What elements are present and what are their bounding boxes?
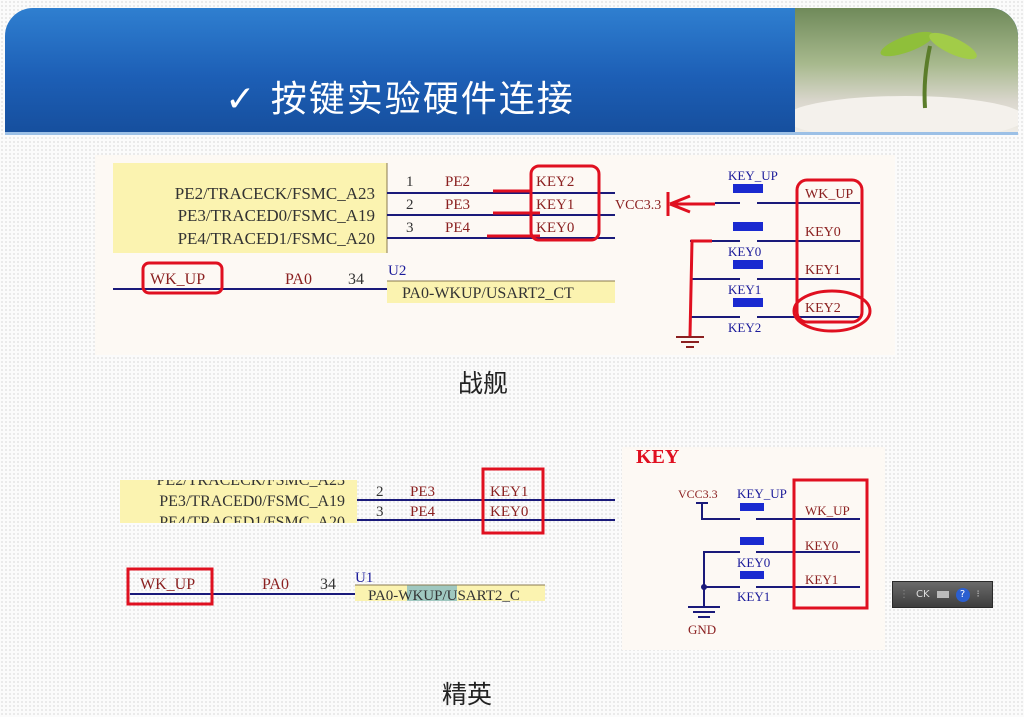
highlight-box [795,178,864,324]
sprout-icon [785,31,1018,132]
zhanjian-caption: 战舰 [458,369,509,398]
net-label: KEY2 [536,174,574,190]
schematic-label: KEY1 [490,484,528,500]
highlight-box [141,261,224,295]
ime-toolbar[interactable]: ⋮ CK ? ⁝ [892,581,993,608]
schematic-label: WK_UP [140,576,195,593]
schematic-label: PE3/TRACED0/FSMC_A19 [159,493,345,510]
key-circuit-drawing: KEY VCC3.3 KEY_UP KEY0 KEY1 GND WK_UP KE… [636,446,869,637]
schematic-label: PE2 [445,174,470,190]
ime-mode-label[interactable]: CK [916,589,930,600]
slide-header: ✓ 按键实验硬件连接 [5,8,1018,135]
mcu-symbol [113,163,387,253]
jingying-key-schematic: KEY VCC3.3 KEY_UP KEY0 KEY1 GND WK_UP KE… [622,446,885,650]
zhanjian-schematic-drawing: PE2/TRACECK/FSMC_A23 PE3/TRACED0/FSMC_A1… [113,163,872,348]
schematic-label: 2 [376,484,384,500]
schematic-label: KEY1 [805,572,838,587]
mcu-pin-label: PE3/TRACED0/FSMC_A19 [178,206,375,225]
schematic-label: PE3 [410,484,435,500]
jingying-schematic-drawing: PE2/TRACECK/FSMC_A23 PE3/TRACED0/FSMC_A1… [120,467,615,606]
schematic-label: PE2/TRACECK/FSMC_A23 [157,472,345,489]
schematic-label: PE4/TRACED1/FSMC_A20 [159,514,345,531]
highlight-box [792,478,869,610]
schematic-label: PE4 [445,220,471,236]
schematic-label: KEY2 [728,320,761,335]
schematic-label: PA0 [262,576,289,593]
sprout-photo [785,8,1018,132]
schematic-label: WK_UP [805,503,850,518]
schematic-label: 1 [406,174,414,190]
schematic-label: KEY0 [490,504,528,520]
schematic-label: PA0-WKUP/USART2_CT [402,285,574,302]
schematic-label: 34 [320,576,336,593]
schematic-label: KEY2 [805,301,841,316]
slide-title: ✓ 按键实验硬件连接 [225,79,575,120]
schematic-label: U1 [355,570,373,586]
schematic-label: KEY [636,447,680,468]
schematic-label: 3 [376,504,384,520]
keyboard-icon[interactable] [936,591,949,598]
schematic-label: KEY_UP [737,486,787,501]
schematic-label: KEY1 [737,589,770,604]
jingying-schematic: PE2/TRACECK/FSMC_A23 PE3/TRACED0/FSMC_A1… [110,460,630,620]
options-icon[interactable]: ⁝ [976,589,980,600]
net-label: KEY1 [536,197,574,213]
schematic-label: PE4 [410,504,436,520]
schematic-label: 34 [348,271,364,288]
highlight-box [529,164,601,242]
schematic-label: WK_UP [150,271,205,288]
net-label: KEY0 [536,220,574,236]
schematic-label: U2 [388,263,406,279]
highlight-box [481,467,545,535]
schematic-label: KEY0 [737,555,770,570]
highlight-box [126,567,214,606]
schematic-label: KEY1 [805,263,841,278]
schematic-label: KEY0 [805,538,838,553]
schematic-label: 3 [406,220,414,236]
help-icon[interactable]: ? [955,587,970,602]
schematic-label: KEY1 [728,282,761,297]
jingying-caption: 精英 [442,680,493,709]
mcu-pin-label: PE2/TRACECK/FSMC_A23 [175,184,375,203]
schematic-label: 2 [406,197,414,213]
schematic-label: KEY0 [805,225,841,240]
schematic-label: GND [688,622,716,637]
schematic-label: KEY0 [728,244,761,259]
schematic-label: KEY_UP [728,168,778,183]
schematic-label: VCC3.3 [615,198,661,213]
schematic-label: PA0 [285,271,312,288]
schematic-label: VCC3.3 [678,487,718,501]
schematic-label: PA0-WKUP/USART2_C [368,588,520,604]
schematic-label: WK_UP [805,187,853,202]
ime-grip-icon[interactable]: ⋮ [899,589,909,600]
zhanjian-schematic: PE2/TRACECK/FSMC_A23 PE3/TRACED0/FSMC_A1… [95,155,895,355]
mcu-pin-label: PE4/TRACED1/FSMC_A20 [178,229,375,248]
schematic-label: PE3 [445,197,470,213]
